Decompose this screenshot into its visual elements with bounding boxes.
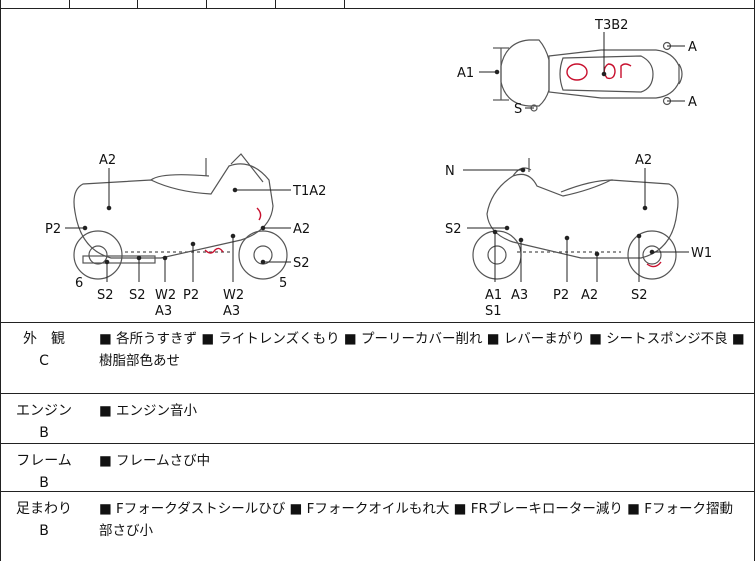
strip-divider <box>137 0 138 8</box>
label-left-p2-bottom: P2 <box>183 288 199 303</box>
section-notes: ■ Fフォークダストシールひび ■ Fフォークオイルもれ大 ■ FRブレーキロー… <box>99 498 746 542</box>
label-a-bottom: A <box>688 95 697 110</box>
label-left-a2-top: A2 <box>99 153 116 168</box>
right-view-scooter <box>472 158 679 280</box>
vehicle-damage-diagram: T3B2 A A A1 S <box>0 8 755 323</box>
top-view-front-fairing <box>500 39 550 107</box>
left-view-rear-wheel <box>73 230 123 280</box>
section-exterior: 外 観 C ■ 各所うすきず ■ ライトレンズくもり ■ プーリーカバー削れ ■… <box>1 322 754 394</box>
section-grade: C <box>39 353 49 369</box>
right-view-red-marks <box>646 261 662 268</box>
right-view-callouts <box>463 167 689 282</box>
label-right-a2-top: A2 <box>635 153 652 168</box>
section-title: 足まわり <box>16 501 72 517</box>
left-view-windscreen <box>230 153 264 183</box>
left-view-front-wheel <box>238 230 288 280</box>
label-left-a2-front: A2 <box>293 222 310 237</box>
label-left-5: 5 <box>279 276 287 291</box>
section-label: フレーム B <box>1 444 87 494</box>
right-view-front-wheel <box>472 230 522 280</box>
section-engine: エンジン B ■ エンジン音小 <box>1 394 754 444</box>
right-view-rear-wheel <box>627 230 677 280</box>
left-view-red-marks <box>204 207 262 254</box>
strip-divider <box>344 0 345 8</box>
label-left-p2-side: P2 <box>45 222 61 237</box>
note-text: ■ フレームさび中 <box>99 453 211 469</box>
label-left-s2-bl2: S2 <box>129 288 146 303</box>
section-title: 外 観 <box>23 331 65 347</box>
label-t3b2: T3B2 <box>594 18 628 33</box>
label-left-t1a2: T1A2 <box>292 184 326 199</box>
top-view-body <box>548 49 680 99</box>
label-right-a3: A3 <box>511 288 528 303</box>
label-a1: A1 <box>457 66 474 81</box>
label-left-6: 6 <box>75 276 83 291</box>
label-left-s2-front: S2 <box>293 256 310 271</box>
section-grade: B <box>39 523 49 539</box>
note-text: ■ エンジン音小 <box>99 403 198 419</box>
label-right-a1: A1 <box>485 288 502 303</box>
label-right-n: N <box>445 164 455 179</box>
strip-divider <box>275 0 276 8</box>
label-right-s2-bottom: S2 <box>631 288 648 303</box>
top-view-scooter <box>493 39 683 112</box>
label-right-w1: W1 <box>691 246 712 261</box>
section-grade: B <box>39 425 49 441</box>
strip-divider <box>69 0 70 8</box>
top-view-callouts <box>479 32 685 109</box>
diagram-svg: T3B2 A A A1 S <box>45 18 712 319</box>
left-view-muffler <box>82 255 156 264</box>
label-right-s2-side: S2 <box>445 222 462 237</box>
note-text: ■ Fフォークダストシールひび ■ Fフォークオイルもれ大 ■ FRブレーキロー… <box>99 501 733 539</box>
section-notes: ■ フレームさび中 <box>99 450 746 472</box>
label-left-w2-left: W2 <box>155 288 176 303</box>
top-view-red-marks <box>566 63 632 81</box>
red-circle-mark <box>566 63 588 81</box>
label-right-p2: P2 <box>553 288 569 303</box>
top-view-tail <box>678 63 683 85</box>
section-frame: フレーム B ■ フレームさび中 <box>1 444 754 492</box>
top-view-seat <box>559 55 654 93</box>
section-label: 足まわり B <box>1 492 87 542</box>
left-view-seat <box>150 174 210 181</box>
section-suspension: 足まわり B ■ Fフォークダストシールひび ■ Fフォークオイルもれ大 ■ F… <box>1 492 754 561</box>
left-view-callouts <box>65 168 291 282</box>
strip-divider <box>206 0 207 8</box>
label-left-a3-left: A3 <box>155 304 172 319</box>
note-text: ■ 各所うすきず ■ ライトレンズくもり ■ プーリーカバー削れ ■ レバーまが… <box>99 331 745 369</box>
section-grade: B <box>39 475 49 491</box>
section-label: 外 観 C <box>1 322 87 372</box>
label-right-s1: S1 <box>485 304 502 319</box>
label-right-a2-bottom: A2 <box>581 288 598 303</box>
condition-sections: 外 観 C ■ 各所うすきず ■ ライトレンズくもり ■ プーリーカバー削れ ■… <box>0 322 755 561</box>
left-view-body <box>73 163 274 259</box>
right-view-body <box>486 173 679 259</box>
label-s: S <box>514 102 522 117</box>
red-mark-r <box>620 63 632 78</box>
label-a-top: A <box>688 40 697 55</box>
label-left-w2-right: W2 <box>223 288 244 303</box>
section-title: フレーム <box>16 453 72 469</box>
section-label: エンジン B <box>1 394 87 444</box>
section-notes: ■ 各所うすきず ■ ライトレンズくもり ■ プーリーカバー削れ ■ レバーまが… <box>99 328 746 372</box>
label-left-a3-right: A3 <box>223 304 240 319</box>
section-title: エンジン <box>16 403 72 419</box>
right-view-seat <box>560 179 614 193</box>
label-left-s2-bl1: S2 <box>97 288 114 303</box>
red-mark-o <box>603 63 616 80</box>
section-notes: ■ エンジン音小 <box>99 400 746 422</box>
